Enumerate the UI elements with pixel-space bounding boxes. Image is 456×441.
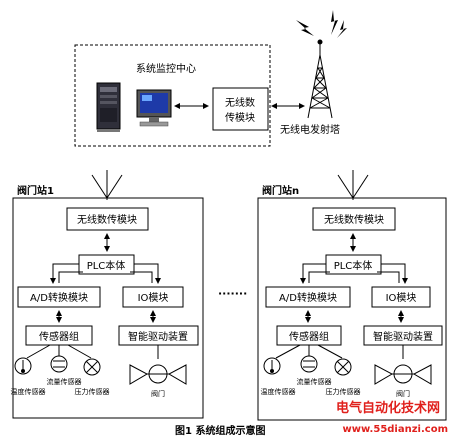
stationn-pressure-sensor-label: 压力传感器 <box>326 387 361 396</box>
station1-wireless-module-label: 无线数传模块 <box>77 213 137 226</box>
watermark-cn: 电气自动化技术网 <box>336 400 440 416</box>
tower-label: 无线电发射塔 <box>280 123 340 136</box>
control-center-boundary <box>74 44 271 147</box>
stationn-ad-module <box>265 286 351 308</box>
station1-valve-label: 阀门 <box>151 389 165 398</box>
stationn-thermometer-icon <box>263 357 281 375</box>
radio-tower-icon <box>307 39 333 119</box>
stationn-sensor-links <box>275 344 343 359</box>
stationn-ad-module-label: A/D转换模块 <box>279 291 337 304</box>
station1-thermometer-icon <box>14 357 32 375</box>
station1-plc-label: PLC本体 <box>87 259 126 272</box>
station1-pressure-sensor-icon <box>83 358 101 376</box>
center-wireless-module-line1: 无线数 <box>225 96 255 109</box>
stationn-io-module-label: IO模块 <box>386 292 417 304</box>
figure-caption: 图1 系统组成示意图 <box>175 424 265 437</box>
stationn-boundary <box>257 197 447 421</box>
stationn-driver-label: 智能驱动装置 <box>373 330 433 343</box>
stationn-antenna-icon <box>337 170 369 200</box>
stationn-valve-label: 阀门 <box>396 389 410 398</box>
station1-driver-label: 智能驱动装置 <box>128 330 188 343</box>
stationn-temp-sensor-label: 温度传感器 <box>261 387 296 396</box>
station1-ad-module-label: A/D转换模块 <box>30 291 88 304</box>
station1-temp-sensor-label: 温度传感器 <box>11 387 46 396</box>
stationn-sensor-group-label: 传感器组 <box>289 330 329 343</box>
stations-ellipsis: ······· <box>218 287 247 300</box>
stationn-title: 阀门站n <box>262 184 299 197</box>
stationn-pressure-sensor-icon <box>334 358 352 376</box>
stationn-plc-links <box>300 263 408 284</box>
monitor-icon <box>136 89 172 127</box>
stationn-flow-sensor-icon <box>300 355 318 373</box>
stationn-flow-sensor-label: 流量传感器 <box>297 377 332 386</box>
station1-boundary <box>12 197 204 419</box>
station1-ad-module <box>17 286 101 308</box>
station1-flow-sensor-icon <box>50 355 68 373</box>
center-wireless-module <box>212 87 269 131</box>
center-wireless-module-line2: 传模块 <box>225 112 255 124</box>
station1-io-module-label: IO模块 <box>138 292 169 304</box>
stationn-plc-label: PLC本体 <box>334 259 373 272</box>
watermark-url: www.55dianzi.com <box>342 424 448 435</box>
server-icon <box>96 82 121 132</box>
control-center-title: 系统监控中心 <box>136 62 196 75</box>
station1-pressure-sensor-label: 压力传感器 <box>75 387 110 396</box>
station1-antenna-icon <box>91 170 123 200</box>
stationn-valve-icon <box>374 364 432 385</box>
station1-title: 阀门站1 <box>17 184 54 197</box>
stationn-io-module <box>371 286 431 308</box>
stationn-wireless-module-label: 无线数传模块 <box>324 213 384 226</box>
station1-plc-links <box>50 263 161 284</box>
station1-flow-sensor-label: 流量传感器 <box>47 377 82 386</box>
station1-sensor-links <box>26 344 92 359</box>
station1-io-module <box>122 286 184 308</box>
station1-wireless-module <box>66 207 149 231</box>
station1-valve-icon <box>129 364 187 385</box>
station1-sensor-group-label: 传感器组 <box>39 330 79 343</box>
stationn-wireless-module <box>312 207 396 231</box>
signal-lightning-icon <box>296 10 347 38</box>
